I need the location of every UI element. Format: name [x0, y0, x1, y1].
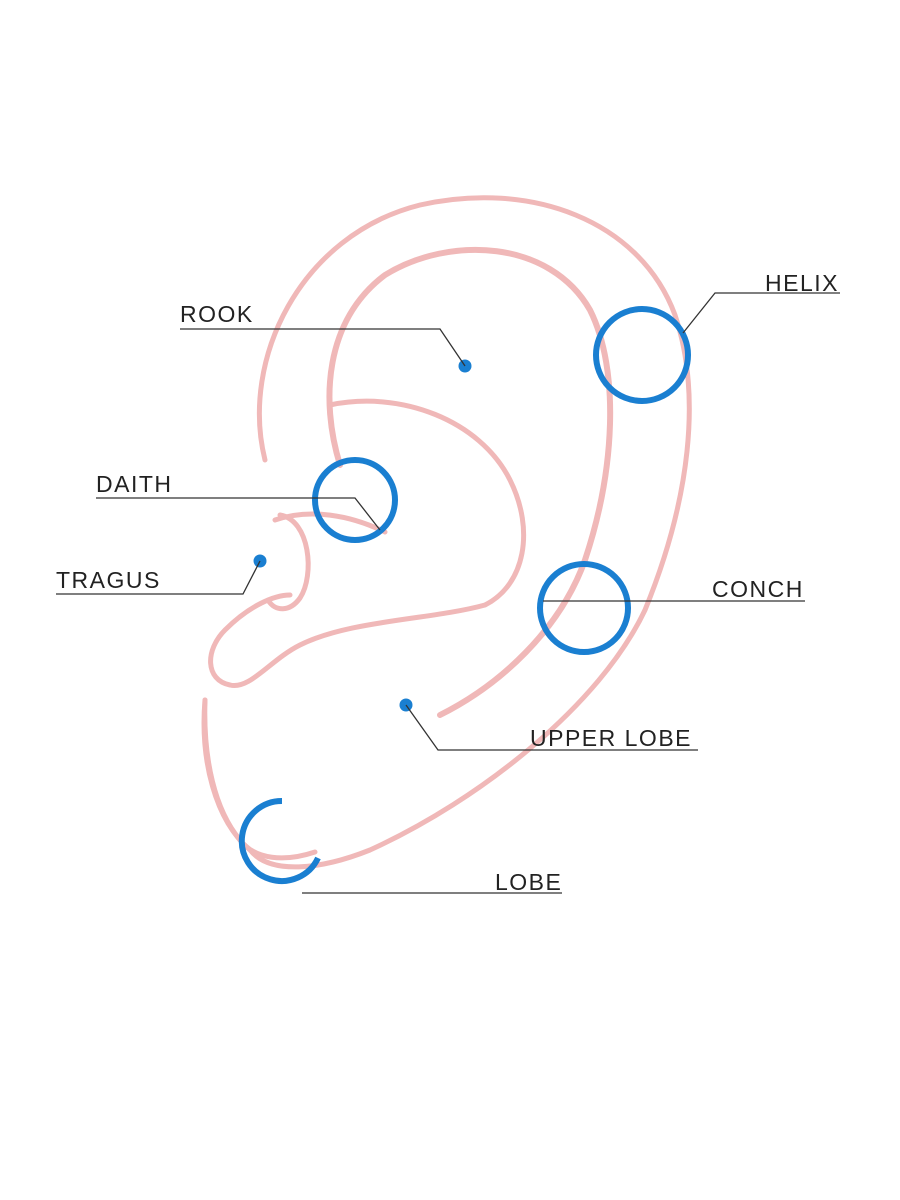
daith-hoop-ring [312, 457, 398, 543]
ear-outline [201, 195, 692, 870]
daith-leader-line [96, 497, 381, 531]
label-helix: HELIX [765, 270, 839, 296]
label-daith: DAITH [96, 471, 173, 497]
label-upper-lobe: UPPER LOBE [530, 725, 692, 751]
outer-helix-rim [201, 195, 692, 870]
helix-leader-line [682, 292, 840, 334]
stud-dots [253, 359, 472, 712]
tragus-leader-line [56, 560, 261, 595]
antihelix-fold [208, 398, 527, 688]
helix-hoop-ring [593, 306, 691, 404]
label-tragus: TRAGUS [56, 567, 161, 593]
label-lobe: LOBE [495, 869, 563, 895]
label-conch: CONCH [712, 576, 804, 602]
piercings [238, 306, 691, 884]
lobe-outline [202, 697, 318, 861]
leader-lines [56, 292, 840, 894]
tragus-outline [265, 512, 311, 612]
rook-leader-line [180, 328, 466, 367]
conch-hoop-ring [537, 561, 631, 655]
lobe-hoop-ring [238, 797, 321, 884]
inner-helix-rim [326, 246, 614, 718]
upper-lobe-leader-line [405, 704, 698, 751]
label-rook: ROOK [180, 301, 254, 327]
